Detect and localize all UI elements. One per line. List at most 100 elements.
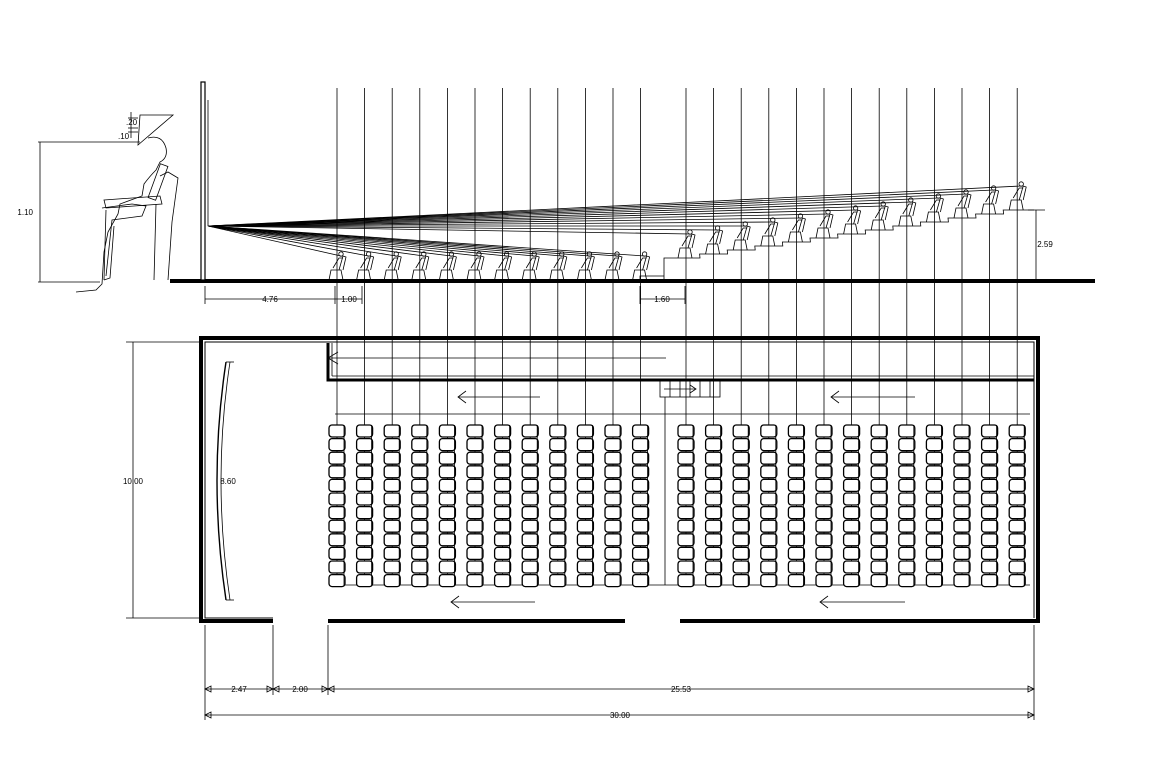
section-seat <box>898 197 917 227</box>
sight-line <box>207 225 424 257</box>
seat <box>787 451 806 465</box>
seat <box>438 437 457 452</box>
seat <box>732 478 750 493</box>
seat <box>732 465 750 479</box>
seat <box>328 451 346 465</box>
seat <box>898 478 916 493</box>
seat <box>787 505 806 520</box>
seat <box>980 505 999 520</box>
seat <box>328 573 346 588</box>
outer-wall <box>199 336 1040 623</box>
seat <box>411 424 429 438</box>
seat <box>631 560 650 574</box>
seat <box>953 560 971 574</box>
sight-line <box>207 225 507 257</box>
seat <box>870 451 888 465</box>
seat <box>898 573 916 588</box>
seat <box>466 424 484 438</box>
section-seat <box>356 251 375 281</box>
seat <box>898 560 916 574</box>
seat <box>842 424 861 438</box>
seat <box>493 478 512 493</box>
seat <box>576 546 595 561</box>
seat <box>815 560 833 574</box>
seat <box>521 519 539 533</box>
plan-dimensions: 2.47 2.00 25.53 30.00 <box>204 625 1035 720</box>
seat <box>704 546 723 561</box>
seat <box>704 478 723 493</box>
seat <box>355 465 374 479</box>
seat <box>493 437 512 452</box>
seat <box>980 519 999 533</box>
seat <box>842 519 861 533</box>
seat <box>953 437 971 452</box>
seat <box>898 492 916 506</box>
seat <box>1008 519 1026 533</box>
seat <box>355 533 374 547</box>
seat <box>704 437 723 452</box>
seat <box>898 519 916 533</box>
seat <box>898 437 916 452</box>
seat <box>925 560 944 574</box>
seat <box>521 546 539 561</box>
seat <box>328 560 346 574</box>
seat <box>576 478 595 493</box>
seat <box>953 546 971 561</box>
seat <box>677 437 695 452</box>
seat-row <box>466 424 484 588</box>
front-step <box>639 275 664 281</box>
seat <box>870 437 888 452</box>
row-spacing-label: 1.00 <box>341 295 357 304</box>
seat <box>328 519 346 533</box>
seat <box>411 451 429 465</box>
seat <box>677 465 695 479</box>
seat <box>732 573 750 588</box>
seat <box>925 465 944 479</box>
seat <box>355 478 374 493</box>
seat <box>521 505 539 520</box>
seat-row <box>493 424 512 588</box>
seat <box>677 478 695 493</box>
seat <box>787 492 806 506</box>
seat <box>355 573 374 588</box>
overall-length-label: 30.00 <box>610 711 631 720</box>
seat <box>1008 437 1026 452</box>
seating-length-label: 25.53 <box>671 685 692 694</box>
seat <box>631 451 650 465</box>
seat <box>328 478 346 493</box>
seat <box>898 546 916 561</box>
seat <box>521 478 539 493</box>
seat <box>383 451 401 465</box>
seat <box>604 533 622 547</box>
seat <box>328 505 346 520</box>
sight-line <box>207 185 1022 227</box>
sight-line <box>207 213 829 227</box>
seat <box>493 492 512 506</box>
seat-row <box>631 424 650 588</box>
seat <box>438 465 457 479</box>
seat <box>631 478 650 493</box>
seat <box>870 546 888 561</box>
seat <box>815 505 833 520</box>
seat <box>870 533 888 547</box>
seat <box>493 546 512 561</box>
seat <box>411 478 429 493</box>
seat <box>760 451 778 465</box>
seat <box>466 560 484 574</box>
seat <box>438 533 457 547</box>
seat <box>549 560 567 574</box>
seat <box>355 546 374 561</box>
seat <box>549 478 567 493</box>
seat <box>328 546 346 561</box>
seat <box>1008 560 1026 574</box>
seat <box>493 573 512 588</box>
seat <box>760 573 778 588</box>
seat-row <box>438 424 457 588</box>
seat <box>1008 465 1026 479</box>
screen-curve-plan <box>216 361 227 601</box>
section-seat <box>466 251 485 281</box>
seat <box>1008 492 1026 506</box>
seat-row <box>411 424 429 588</box>
plan-view: 8.60 10.00 2.47 <box>123 336 1040 720</box>
